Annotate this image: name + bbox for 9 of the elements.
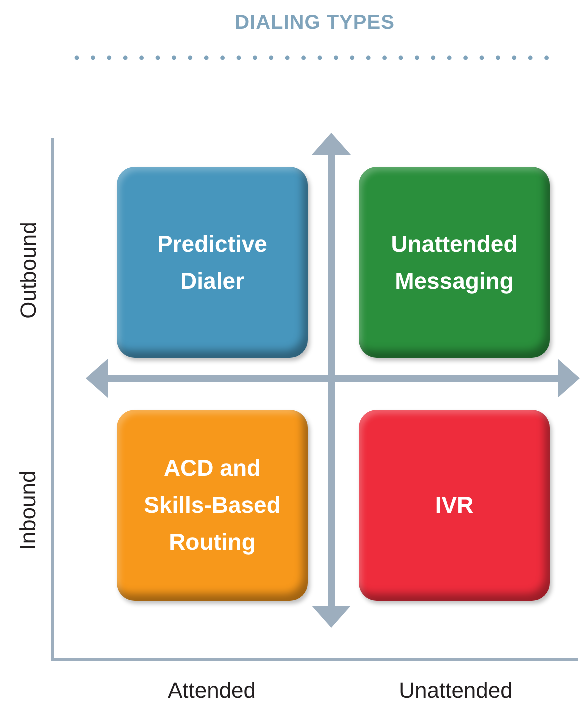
axis-label: Attended [168,676,256,704]
axis-label: Inbound [14,470,42,550]
axis-label: Outbound [14,222,42,318]
quadrant-box: Unattended Messaging [359,167,550,358]
quadrant-box: ACD and Skills-Based Routing [117,410,308,601]
title: DIALING TYPES [234,11,396,36]
axis-label: Unattended [399,676,513,704]
quadrant-box: IVR [359,410,550,601]
quadrant-box: Predictive Dialer [117,167,308,358]
